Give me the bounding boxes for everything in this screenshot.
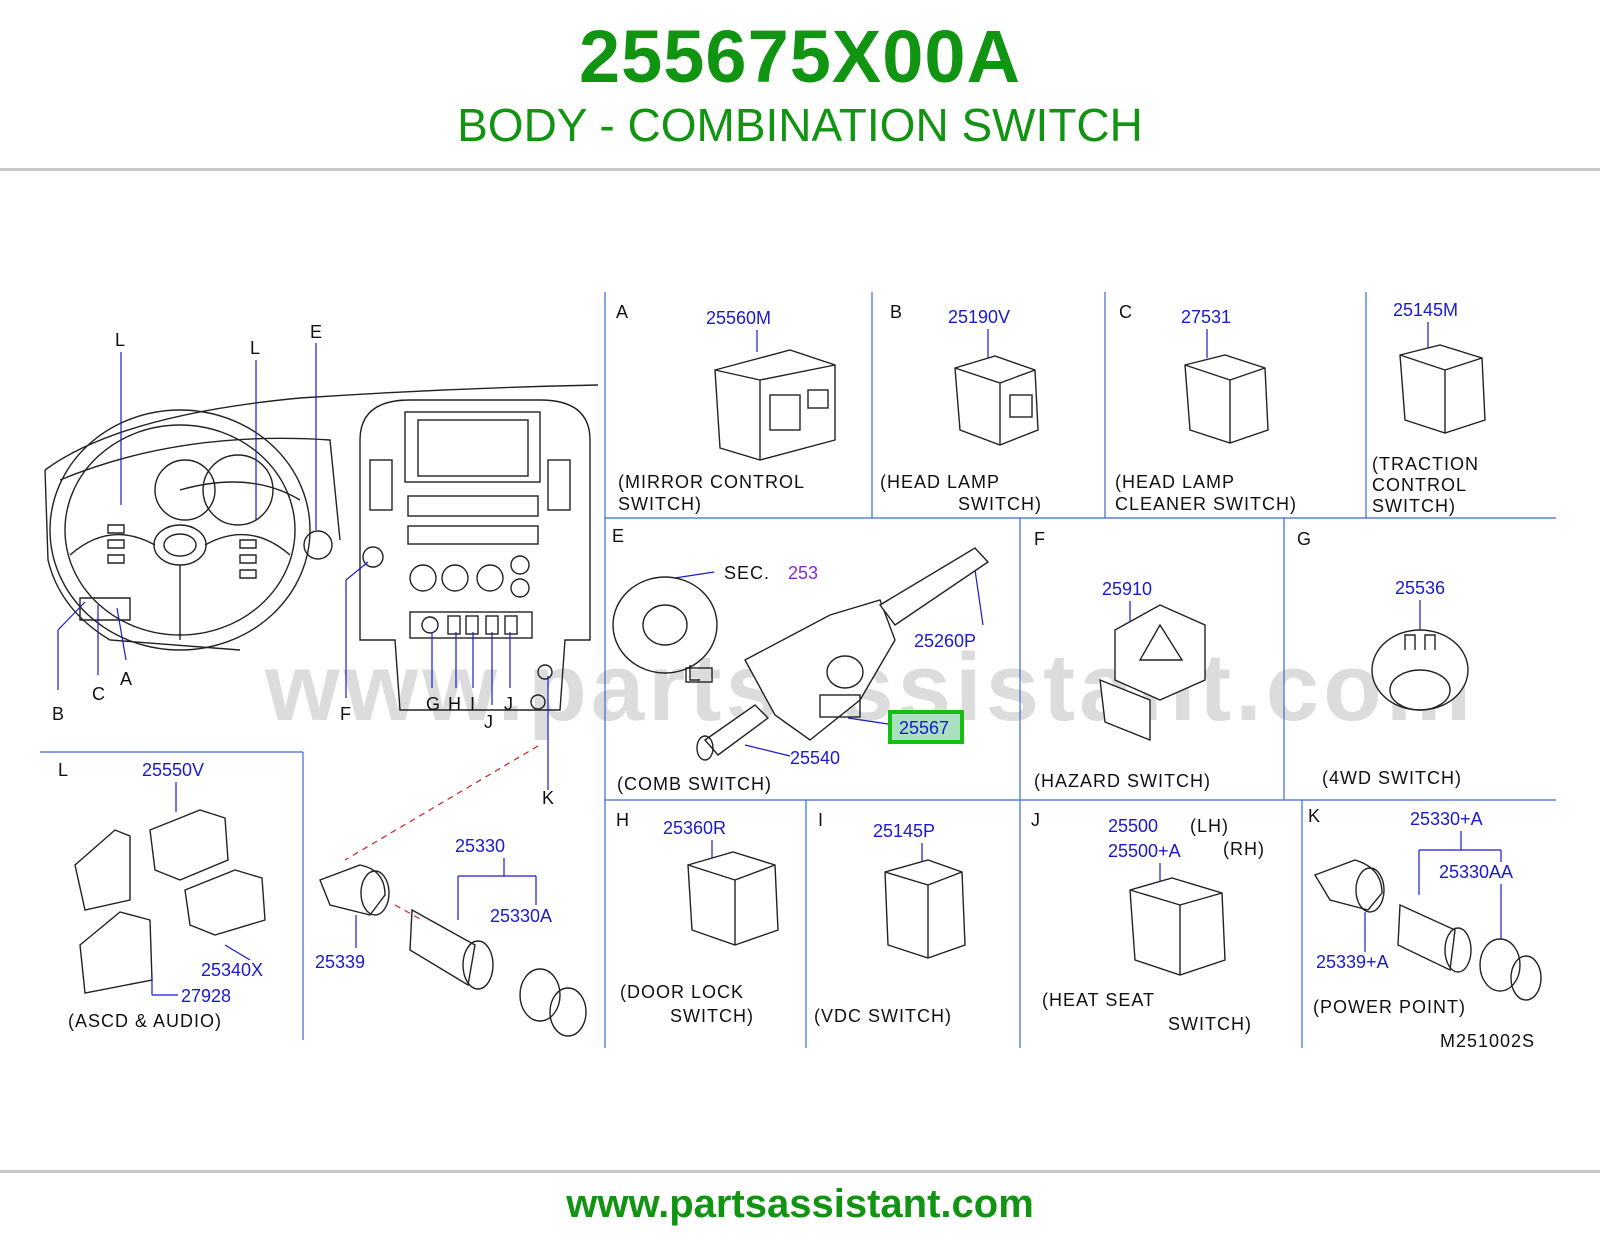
panel-traction-control: 25145M (TRACTION CONTROL SWITCH) [1372,300,1486,516]
part-25339: 25339 [315,952,365,972]
callout-F: F [340,704,351,724]
part-25339A-plus: 25339+A [1316,952,1389,972]
part-25260P: 25260P [914,631,976,651]
panel-J-caption-2: SWITCH) [1168,1014,1252,1034]
panel-C-caption-2: CLEANER SWITCH) [1115,494,1297,514]
part-25500-lh: 25500 [1108,816,1158,836]
panel-A-mirror-control: A 25560M (MIRROR CONTROL SWITCH) [616,302,836,514]
panel-E-caption: (COMB SWITCH) [617,774,772,794]
part-25330AA: 25330AA [1439,862,1513,882]
part-25145P: 25145P [873,821,935,841]
panel-H-letter: H [616,810,629,830]
callout-K: K [542,788,554,808]
dashboard-overview: L L E B C A F G H I J J K [44,322,599,808]
callout-B: B [52,704,64,724]
panel-C-letter: C [1119,302,1132,322]
callout-A: A [120,669,132,689]
part-25560M: 25560M [706,308,771,328]
callout-L-right: L [250,338,260,358]
panel-I-vdc: I 25145P (VDC SWITCH) [814,810,966,1026]
part-25550V: 25550V [142,760,204,780]
part-25330: 25330 [455,836,505,856]
part-25567-highlighted[interactable]: 25567 [899,718,949,738]
panel-K-caption: (POWER POINT) [1313,997,1466,1017]
part-25340X: 25340X [201,960,263,980]
panel-L-ascd-audio: L 25550V 25340X 27928 (ASCD & AUDIO) [58,760,266,1031]
panel-B-caption-2: SWITCH) [958,494,1042,514]
panel-L-letter: L [58,760,68,780]
part-25145M: 25145M [1393,300,1458,320]
lh-label: (LH) [1190,816,1229,836]
panel-B-caption-1: (HEAD LAMP [880,472,1000,492]
part-25330A-plus: 25330+A [1410,809,1483,829]
part-25500A-rh: 25500+A [1108,841,1181,861]
panel-L-caption: (ASCD & AUDIO) [68,1011,222,1031]
bottom-divider [0,1170,1600,1173]
part-25540: 25540 [790,748,840,768]
rh-label: (RH) [1223,839,1265,859]
panel-F-letter: F [1034,529,1045,549]
panel-A-caption-2: SWITCH) [618,494,702,514]
page-title: 255675X00A [578,15,1022,98]
panel-TC-caption-2: CONTROL [1372,475,1467,495]
callout-G: G [426,694,440,714]
panel-G-letter: G [1297,529,1311,549]
panel-K-power-point: K 25330+A 25330AA 25339+A (POWER POINT) … [1308,806,1542,1051]
panel-TC-caption-1: (TRACTION [1372,454,1479,474]
panel-F-caption: (HAZARD SWITCH) [1034,771,1211,791]
callout-I: I [470,694,475,714]
panel-G-caption: (4WD SWITCH) [1322,768,1462,788]
panel-H-door-lock: H 25360R (DOOR LOCK SWITCH) [616,810,779,1026]
part-25360R: 25360R [663,818,726,838]
callout-C: C [92,684,105,704]
panel-K-letter: K [1308,806,1320,826]
panel-J-letter: J [1031,810,1040,830]
panel-C-caption-1: (HEAD LAMP [1115,472,1235,492]
panel-I-letter: I [818,810,823,830]
panel-C-head-lamp-cleaner: C 27531 (HEAD LAMP CLEANER SWITCH) [1115,302,1297,514]
panel-I-caption: (VDC SWITCH) [814,1006,952,1026]
panel-B-letter: B [890,302,902,322]
panel-B-head-lamp: B 25190V (HEAD LAMP SWITCH) [880,302,1042,514]
part-27531: 27531 [1181,307,1231,327]
callout-J-upper: J [504,694,513,714]
panel-H-caption-2: SWITCH) [670,1006,754,1026]
panel-E-letter: E [612,526,624,546]
panel-A-letter: A [616,302,628,322]
callout-E: E [310,322,322,342]
panel-lighter: 25330 25330A 25339 [315,745,587,1037]
part-25910: 25910 [1102,579,1152,599]
footer-url[interactable]: www.partsassistant.com [566,1182,1034,1226]
diagram-code: M251002S [1440,1031,1535,1051]
panel-F-hazard: F 25910 (HAZARD SWITCH) [1034,529,1211,791]
panel-frames [40,292,1556,1048]
sec-number: 253 [788,563,818,583]
parts-diagram: www.partsassistant.com [40,292,1556,1051]
panel-A-caption-1: (MIRROR CONTROL [618,472,805,492]
callout-L-left: L [115,330,125,350]
page-subtitle: BODY - COMBINATION SWITCH [457,99,1143,151]
panel-TC-caption-3: SWITCH) [1372,496,1456,516]
part-25190V: 25190V [948,307,1010,327]
header: 255675X00A BODY - COMBINATION SWITCH [0,0,1600,170]
panel-J-caption-1: (HEAT SEAT [1042,990,1155,1010]
panel-H-caption-1: (DOOR LOCK [620,982,744,1002]
callout-H: H [448,694,461,714]
highlight-box [888,710,964,744]
part-25536: 25536 [1395,578,1445,598]
sec-label: SEC. [724,563,770,583]
part-25330A: 25330A [490,906,552,926]
panel-J-heat-seat: J 25500 (LH) 25500+A (RH) (HEAT SEAT SWI… [1031,810,1265,1034]
part-27928: 27928 [181,986,231,1006]
panel-G-4wd: G 25536 (4WD SWITCH) [1297,529,1469,788]
panel-E-comb-switch: E SEC. 253 25260P 25567 25540 (COMB SWIT… [612,526,990,794]
top-divider [0,168,1600,171]
callout-J-lower: J [484,712,493,732]
